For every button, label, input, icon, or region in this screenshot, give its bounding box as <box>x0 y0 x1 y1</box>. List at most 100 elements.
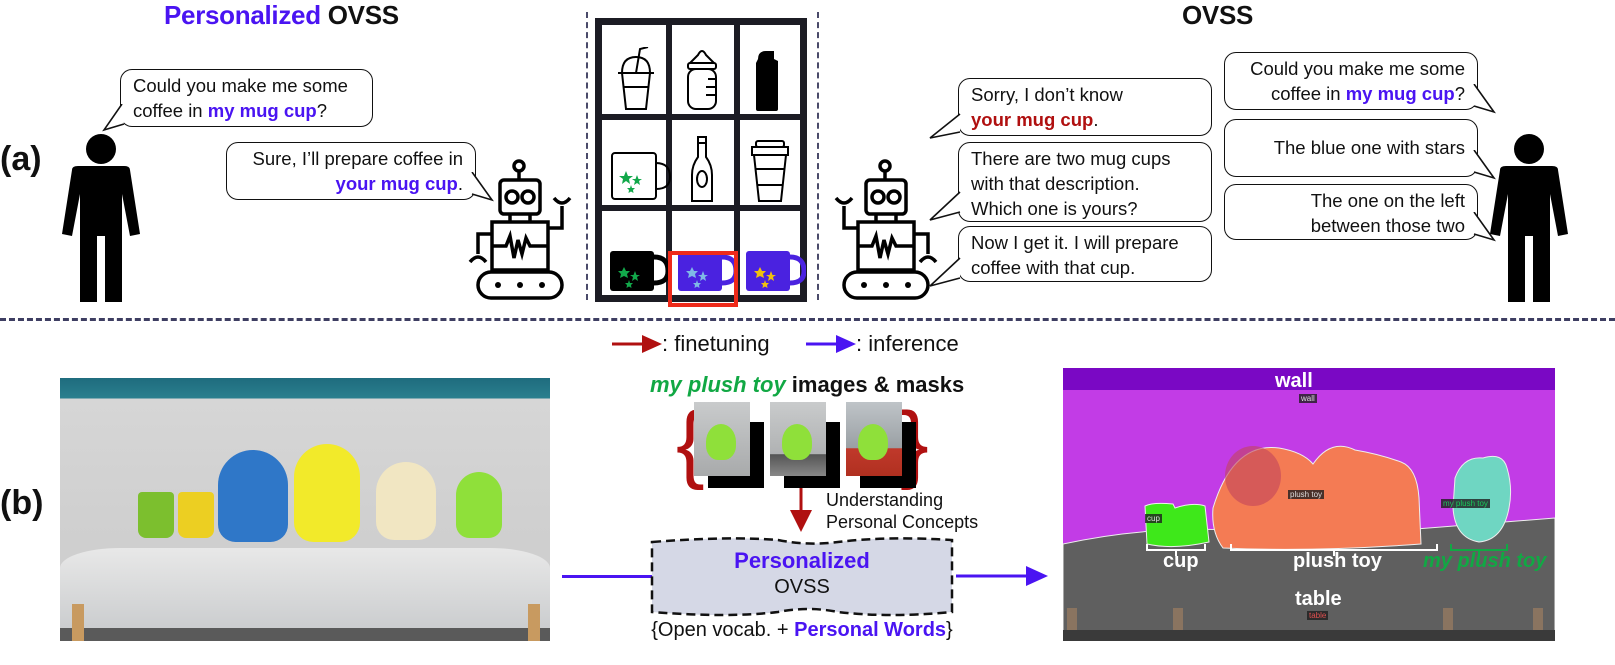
photo-green-cup <box>138 492 174 538</box>
inference-output-arrow-icon <box>956 566 1048 586</box>
shelf-divider <box>734 25 740 295</box>
seg-label-plush-toy: plush toy <box>1293 550 1382 572</box>
iced-drink-cup-icon <box>618 47 654 110</box>
bubble-tail <box>1473 150 1496 180</box>
seg-tag-table: table <box>1307 611 1329 620</box>
black-mug-green-stars-icon <box>610 251 670 291</box>
seg-label-cup: cup <box>1163 550 1199 572</box>
person-icon-right <box>1490 134 1568 302</box>
support-set-title: my plush toy images & masks <box>650 372 964 398</box>
bubble-line: The one on the left <box>1310 190 1465 211</box>
bubble-tail <box>1473 212 1496 242</box>
bubble-line: There are two mug cups <box>971 148 1171 169</box>
shelf <box>595 18 807 307</box>
bubble-tail <box>102 104 125 132</box>
support-title-rest: images & masks <box>785 372 965 397</box>
finetuning-down-arrow-icon <box>790 488 812 532</box>
bubble-robot-clarify: There are two mug cups with that descrip… <box>958 142 1212 222</box>
shelf-board <box>602 114 800 120</box>
baby-bottle-icon <box>687 50 717 110</box>
divider-left <box>586 12 588 300</box>
bubble-line: Sorry, I don’t know <box>971 84 1123 105</box>
bubble-line: your mug cup. <box>239 171 463 196</box>
seg-tag-wall: wall <box>1299 394 1317 403</box>
photo-yellow-plush <box>294 444 360 542</box>
bubble-line: Could you make me some <box>1250 58 1465 79</box>
selected-mug-highlight <box>668 251 738 307</box>
seg-label-table: table <box>1295 588 1342 610</box>
robot-icon-left <box>468 159 572 300</box>
bubble-person-request: Could you make me some coffee in my mug … <box>120 69 373 127</box>
bubble-person-specify: The one on the left between those two <box>1224 184 1478 240</box>
bubble-tail <box>929 257 961 287</box>
highlight-my-mug-cup: my mug cup <box>207 100 317 121</box>
bubble-line: your mug cup. <box>971 107 1199 132</box>
bubble-line: Could you make me some <box>133 75 348 96</box>
left-title-rest: OVSS <box>327 0 399 30</box>
bubble-line: with that description. <box>971 173 1140 194</box>
section-divider <box>0 318 1615 321</box>
model-label: Personalized OVSS <box>648 548 956 600</box>
seg-label-wall: wall <box>1275 370 1313 392</box>
support-image-thumb <box>770 402 826 476</box>
output-segmentation: wall wall cup plush toy my plush toy cup… <box>1063 368 1555 641</box>
bubble-robot-confirm: Now I get it. I will prepare coffee with… <box>958 226 1212 282</box>
legend-finetuning: : finetuning <box>662 331 770 356</box>
bubble-person-request-right: Could you make me some coffee in my mug … <box>1224 52 1478 110</box>
vocab-label: {Open vocab. + Personal Words} <box>648 619 956 642</box>
seg-label-my-plush-toy: my plush toy <box>1423 550 1547 572</box>
text: coffee in <box>133 100 208 121</box>
bubble-line: The blue one with stars <box>1273 137 1465 158</box>
legend-inference: : inference <box>856 331 959 356</box>
support-title-accent: my plush toy <box>650 372 786 397</box>
bubble-line: coffee in my mug cup? <box>133 98 360 123</box>
seg-tag-plush-toy: plush toy <box>1288 490 1325 499</box>
seg-wall-top <box>1063 368 1555 390</box>
shelf-board <box>602 205 800 211</box>
white-mug-green-stars-icon <box>611 152 672 200</box>
bubble-line: between those two <box>1310 215 1465 236</box>
bubble-robot-unknown: Sorry, I don’t know your mug cup. <box>958 78 1212 136</box>
understanding-line: Personal Concepts <box>826 512 979 532</box>
text: } <box>946 619 953 641</box>
bubble-tail <box>471 172 494 202</box>
left-title: Personalized OVSS <box>164 0 399 31</box>
bubble-line: Which one is yours? <box>971 198 1138 219</box>
bubble-tail <box>929 191 961 221</box>
bubble-person-describe: The blue one with stars <box>1224 119 1478 177</box>
finetuning-arrow-icon <box>612 335 662 353</box>
glass-bottle-icon <box>691 136 713 202</box>
input-photo <box>60 378 550 641</box>
robot-icon-right <box>834 159 938 300</box>
bubble-line: coffee in my mug cup? <box>1237 81 1465 106</box>
vocab-accent: Personal Words <box>794 619 947 641</box>
text: . <box>1093 109 1099 130</box>
model-box <box>650 537 954 617</box>
model-label-rest: OVSS <box>774 576 830 598</box>
text: ? <box>316 100 328 121</box>
panel-a-label: (a) <box>0 140 42 178</box>
support-image-thumb <box>694 402 750 476</box>
photo-floor <box>60 628 550 641</box>
photo-table-leg <box>72 604 84 641</box>
left-title-accent: Personalized <box>164 0 321 30</box>
bubble-robot-reply: Sure, I’ll prepare coffee in your mug cu… <box>226 142 476 200</box>
photo-table-leg <box>528 604 540 641</box>
seg-tag-cup: cup <box>1145 514 1162 523</box>
person-icon-left <box>62 134 140 302</box>
bubble-line: Sure, I’ll prepare coffee in <box>252 148 463 169</box>
highlight-my-mug-cup-right: my mug cup <box>1345 83 1455 104</box>
inference-input-line <box>562 575 652 578</box>
text: ? <box>1454 83 1465 104</box>
photo-cream-plush <box>376 462 436 540</box>
highlight-your-mug-cup: your mug cup <box>335 173 458 194</box>
text: {Open vocab. + <box>651 619 795 641</box>
support-image-thumb <box>846 402 902 476</box>
photo-green-plush <box>456 472 502 538</box>
highlight-your-mug-cup-unknown: your mug cup <box>971 109 1094 130</box>
bubble-line: coffee with that cup. <box>971 257 1136 278</box>
photo-blue-plush <box>218 450 288 542</box>
bubble-tail <box>1473 84 1496 114</box>
bubble-line: Now I get it. I will prepare <box>971 232 1179 253</box>
sport-bottle-icon <box>756 51 778 111</box>
